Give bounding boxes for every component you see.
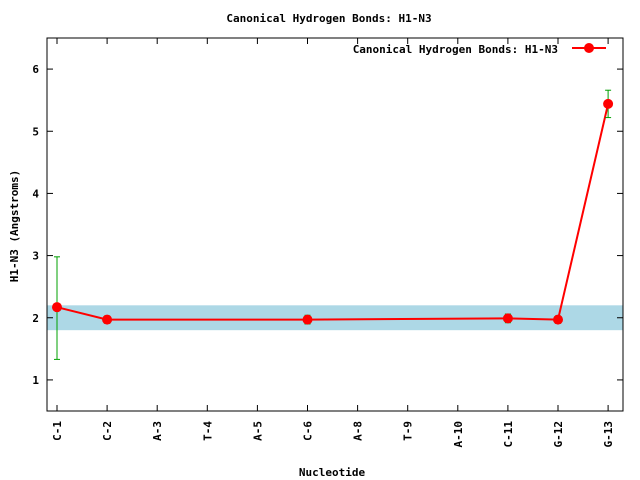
y-axis-title: H1-N3 (Angstroms) xyxy=(8,170,21,283)
legend-label: Canonical Hydrogen Bonds: H1-N3 xyxy=(353,43,558,56)
x-tick-label: C-11 xyxy=(502,421,515,448)
y-tick-label: 6 xyxy=(32,63,39,76)
y-tick-label: 5 xyxy=(32,125,39,138)
y-tick-label: 2 xyxy=(32,312,39,325)
y-tick-label: 1 xyxy=(32,374,39,387)
data-point xyxy=(603,98,614,109)
x-tick-label: C-1 xyxy=(51,421,64,441)
x-tick-label: A-8 xyxy=(352,421,365,441)
x-axis: C-1 C-2 A-3 T-4 A-5 C-6 A-8 T-9 A-10 C-11 G-12 G-13 xyxy=(51,38,615,448)
legend-marker xyxy=(584,43,594,53)
chart-title: Canonical Hydrogen Bonds: H1-N3 xyxy=(226,12,431,25)
x-tick-label: C-6 xyxy=(302,421,315,441)
data-point xyxy=(52,302,62,313)
x-tick-label: A-5 xyxy=(251,421,264,441)
data-point xyxy=(102,314,113,325)
x-tick-label: G-13 xyxy=(602,421,615,448)
x-tick-label: T-9 xyxy=(402,421,415,441)
x-tick-label: G-12 xyxy=(552,421,565,448)
legend: Canonical Hydrogen Bonds: H1-N3 xyxy=(353,43,606,56)
data-point xyxy=(502,313,513,324)
series-layer xyxy=(52,89,614,360)
x-tick-label: C-2 xyxy=(101,421,114,441)
x-tick-label: A-3 xyxy=(151,421,164,441)
data-point xyxy=(302,314,313,325)
series-line xyxy=(56,103,610,321)
plot-frame xyxy=(46,37,624,412)
x-tick-label: T-4 xyxy=(201,421,214,441)
y-tick-label: 3 xyxy=(32,250,39,263)
x-axis-title: Nucleotide xyxy=(299,466,366,479)
data-point xyxy=(553,314,563,325)
x-tick-label: A-10 xyxy=(452,421,465,448)
reference-band xyxy=(47,305,623,331)
y-axis: 1 2 3 4 5 6 xyxy=(32,63,623,387)
y-tick-label: 4 xyxy=(32,187,39,200)
